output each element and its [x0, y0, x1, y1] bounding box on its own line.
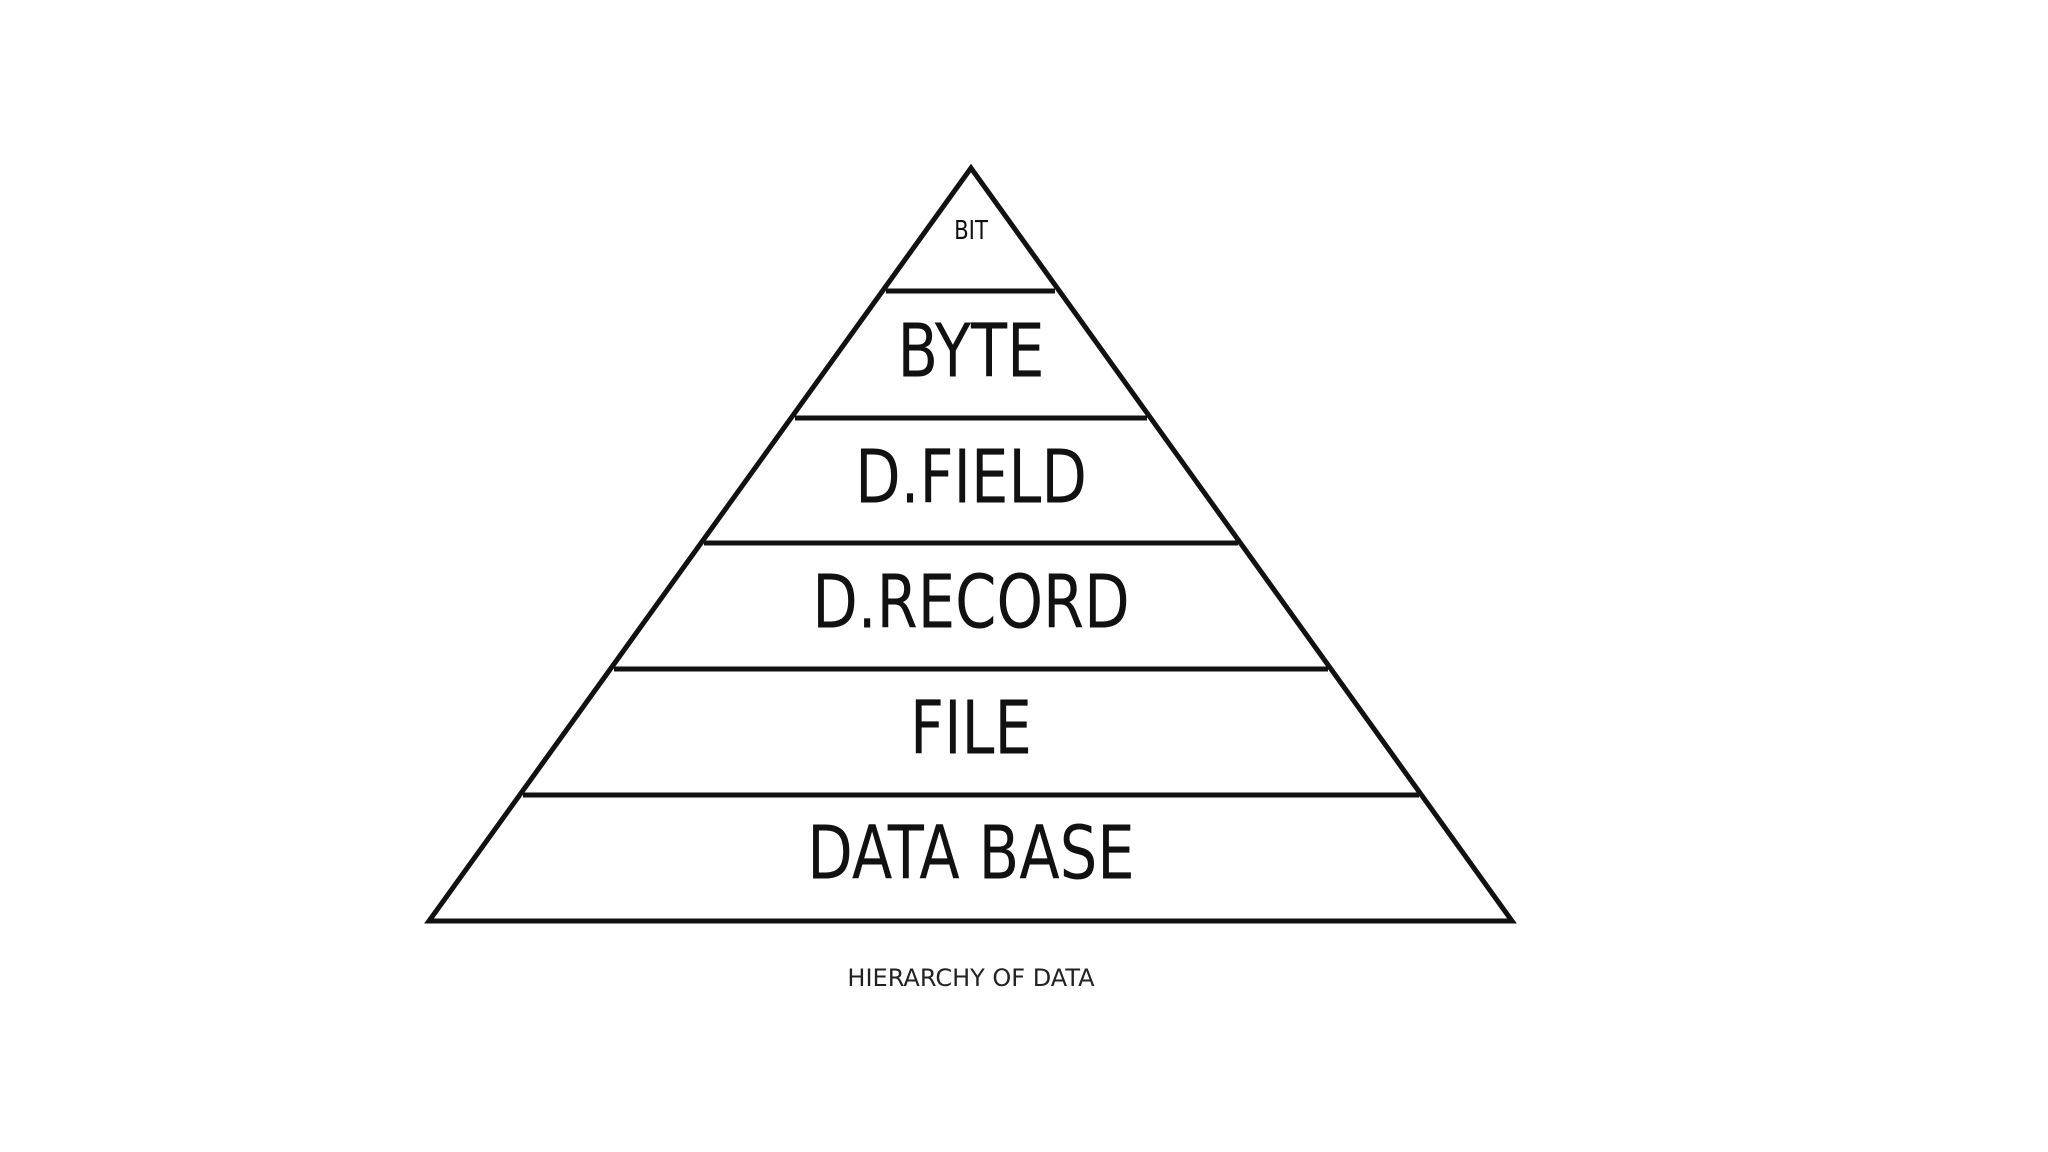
tier-label-data-field: D.FIELD — [855, 434, 1087, 520]
diagram-caption: HIERARCHY OF DATA — [847, 964, 1095, 992]
tier-label-byte: BYTE — [897, 308, 1044, 394]
tier-label-bit: BIT — [954, 215, 988, 246]
tier-label-data-record: D.RECORD — [812, 559, 1130, 645]
tier-label-file: FILE — [910, 685, 1032, 771]
tier-label-database: DATA BASE — [807, 810, 1134, 896]
